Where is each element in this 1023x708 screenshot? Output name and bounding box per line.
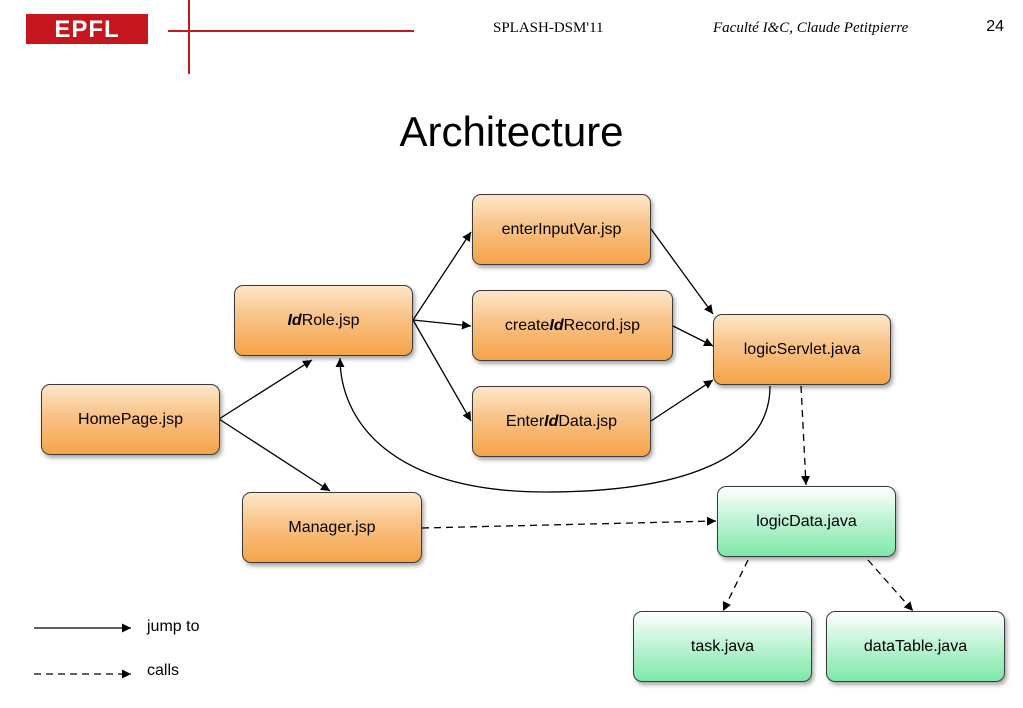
edge-enterinputvar-logicservlet (650, 228, 714, 315)
node-datatable-label: dataTable.java (863, 637, 968, 655)
edge-idrole-createidrecord (412, 319, 472, 330)
node-manager: Manager.jsp (242, 492, 422, 563)
header-vertical-rule (188, 0, 190, 74)
node-enterinputvar-label: enterInputVar.jsp (501, 220, 622, 238)
node-logicservlet-label: logicServlet.java (743, 340, 861, 358)
node-logicdata-label: logicData.java (756, 512, 857, 530)
node-enterinputvar: enterInputVar.jsp (472, 194, 651, 265)
svg-text:EPFL: EPFL (54, 16, 119, 43)
edge-idrole-enterinputvar (412, 231, 472, 321)
legend-calls-label: calls (147, 662, 180, 679)
node-createidrecord-label: createIdRecord.jsp (504, 316, 641, 334)
edge-manager-logicdata (421, 516, 717, 529)
edge-logicservlet-idrole-return (335, 357, 771, 493)
node-datatable: dataTable.java (826, 611, 1005, 682)
edge-logicdata-datatable (867, 559, 914, 612)
node-homepage-label: HomePage.jsp (78, 410, 183, 428)
author-name: Faculté I&C, Claude Petitpierre (713, 20, 909, 36)
node-enteriddata-label: EnterIdData.jsp (505, 412, 618, 430)
legend-jump-to-label: jump to (147, 618, 200, 635)
node-enteriddata: EnterIdData.jsp (472, 386, 651, 457)
page-number: 24 (986, 18, 1004, 35)
edge-createidrecord-logicservlet (672, 325, 714, 347)
node-idrole-label: IdRole.jsp (287, 311, 360, 329)
page-title: Architecture (399, 108, 624, 155)
node-idrole: IdRole.jsp (234, 285, 413, 356)
node-manager-label: Manager.jsp (288, 518, 376, 536)
node-task-label: task.java (690, 637, 755, 655)
edge-homepage-manager (218, 418, 331, 492)
edge-enteriddata-logicservlet (650, 379, 714, 422)
node-createidrecord: createIdRecord.jsp (472, 290, 673, 361)
node-logicdata: logicData.java (717, 486, 896, 557)
conference-name: SPLASH-DSM'11 (493, 20, 604, 36)
header-rule (168, 30, 414, 32)
node-task: task.java (633, 611, 812, 682)
edge-logicservlet-logicdata (800, 385, 811, 486)
node-homepage: HomePage.jsp (41, 384, 220, 455)
node-logicservlet: logicServlet.java (713, 314, 891, 385)
edge-homepage-idrole (218, 359, 313, 420)
edge-idrole-enteriddata (412, 319, 472, 422)
edge-logicdata-task (722, 559, 749, 612)
epfl-logo: EPFL (26, 14, 148, 44)
